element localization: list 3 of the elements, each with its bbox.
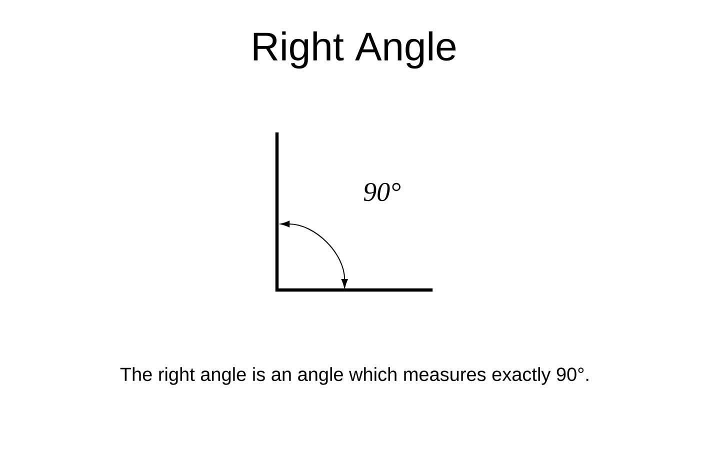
angle-label: 90° (364, 182, 400, 202)
title: Right Angle (254, 31, 456, 69)
caption: The right angle is an angle which measures exactly 90°. (120, 367, 588, 385)
